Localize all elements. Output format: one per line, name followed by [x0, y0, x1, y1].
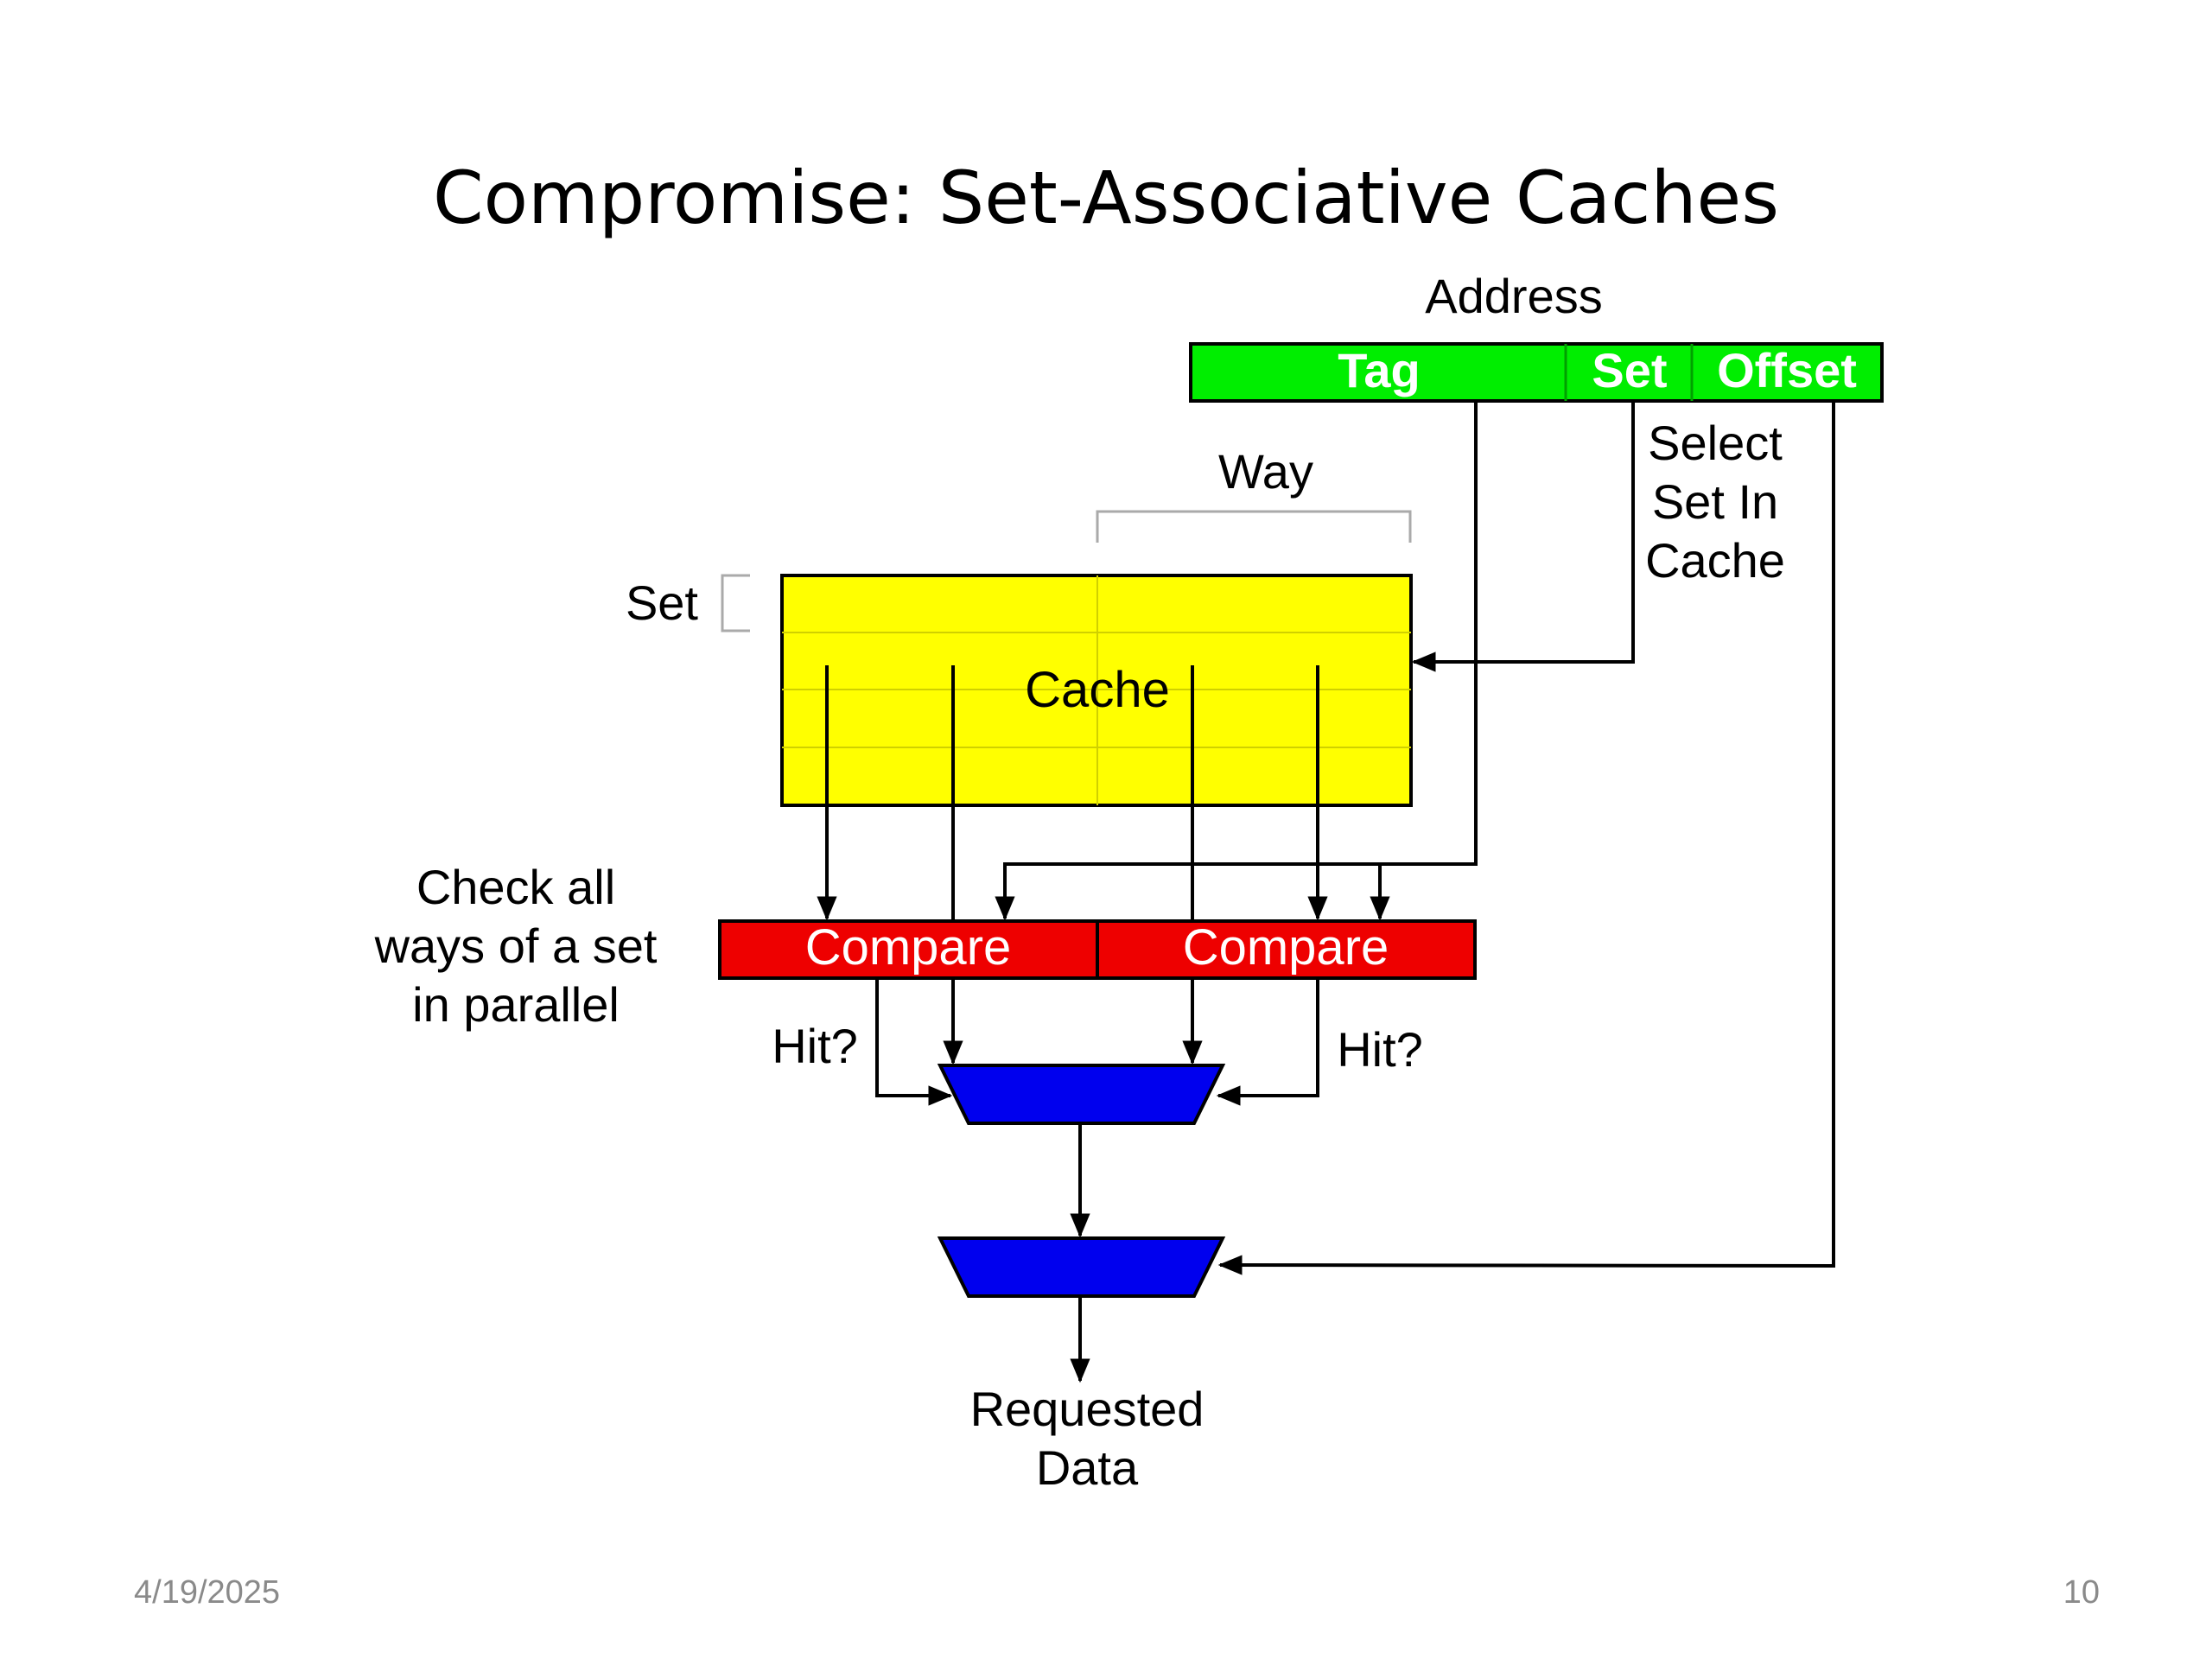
hit-label-0: Hit? [772, 1019, 858, 1073]
select-set-label-1: Select [1648, 416, 1783, 470]
offset-mux [937, 1236, 1226, 1298]
address-field-set: Set [1592, 343, 1667, 397]
offset-wire [1217, 401, 1835, 1275]
address-field-tag: Tag [1338, 343, 1420, 397]
check-label-2: ways of a set [374, 918, 658, 973]
compare-label-0: Compare [805, 919, 1012, 976]
set-select-wire [1411, 401, 1635, 672]
compare-block-0: Compare [718, 919, 1099, 980]
way-mux [937, 1064, 1226, 1125]
compare-label-1: Compare [1183, 919, 1389, 976]
address-label: Address [1425, 269, 1602, 323]
select-set-label-3: Cache [1645, 533, 1785, 588]
address-bar-fill [1189, 342, 1884, 403]
compare-block-1: Compare [1096, 919, 1477, 980]
cache-block: Cache [780, 574, 1413, 807]
hit-wire-0 [875, 978, 953, 1106]
check-label-1: Check all [416, 860, 615, 914]
address-field-offset: Offset [1717, 343, 1857, 397]
hit-wire-1 [1216, 978, 1319, 1106]
hit-label-1: Hit? [1337, 1022, 1423, 1077]
requested-label-2: Data [1036, 1440, 1139, 1495]
requested-label-1: Requested [970, 1382, 1205, 1436]
slide-title: Compromise: Set-Associative Caches [432, 156, 1780, 240]
check-label-3: in parallel [412, 977, 620, 1032]
cache-label: Cache [1025, 662, 1170, 718]
tag-wire [995, 401, 1478, 921]
set-bracket [721, 574, 750, 632]
set-label: Set [626, 575, 698, 630]
slide-number: 10 [2063, 1574, 2100, 1611]
select-set-label-2: Set In [1652, 474, 1778, 529]
address-bar: Tag Set Offset [1189, 342, 1884, 403]
slide-date: 4/19/2025 [134, 1574, 281, 1611]
way-bracket [1096, 510, 1412, 543]
way-label: Way [1218, 444, 1313, 499]
